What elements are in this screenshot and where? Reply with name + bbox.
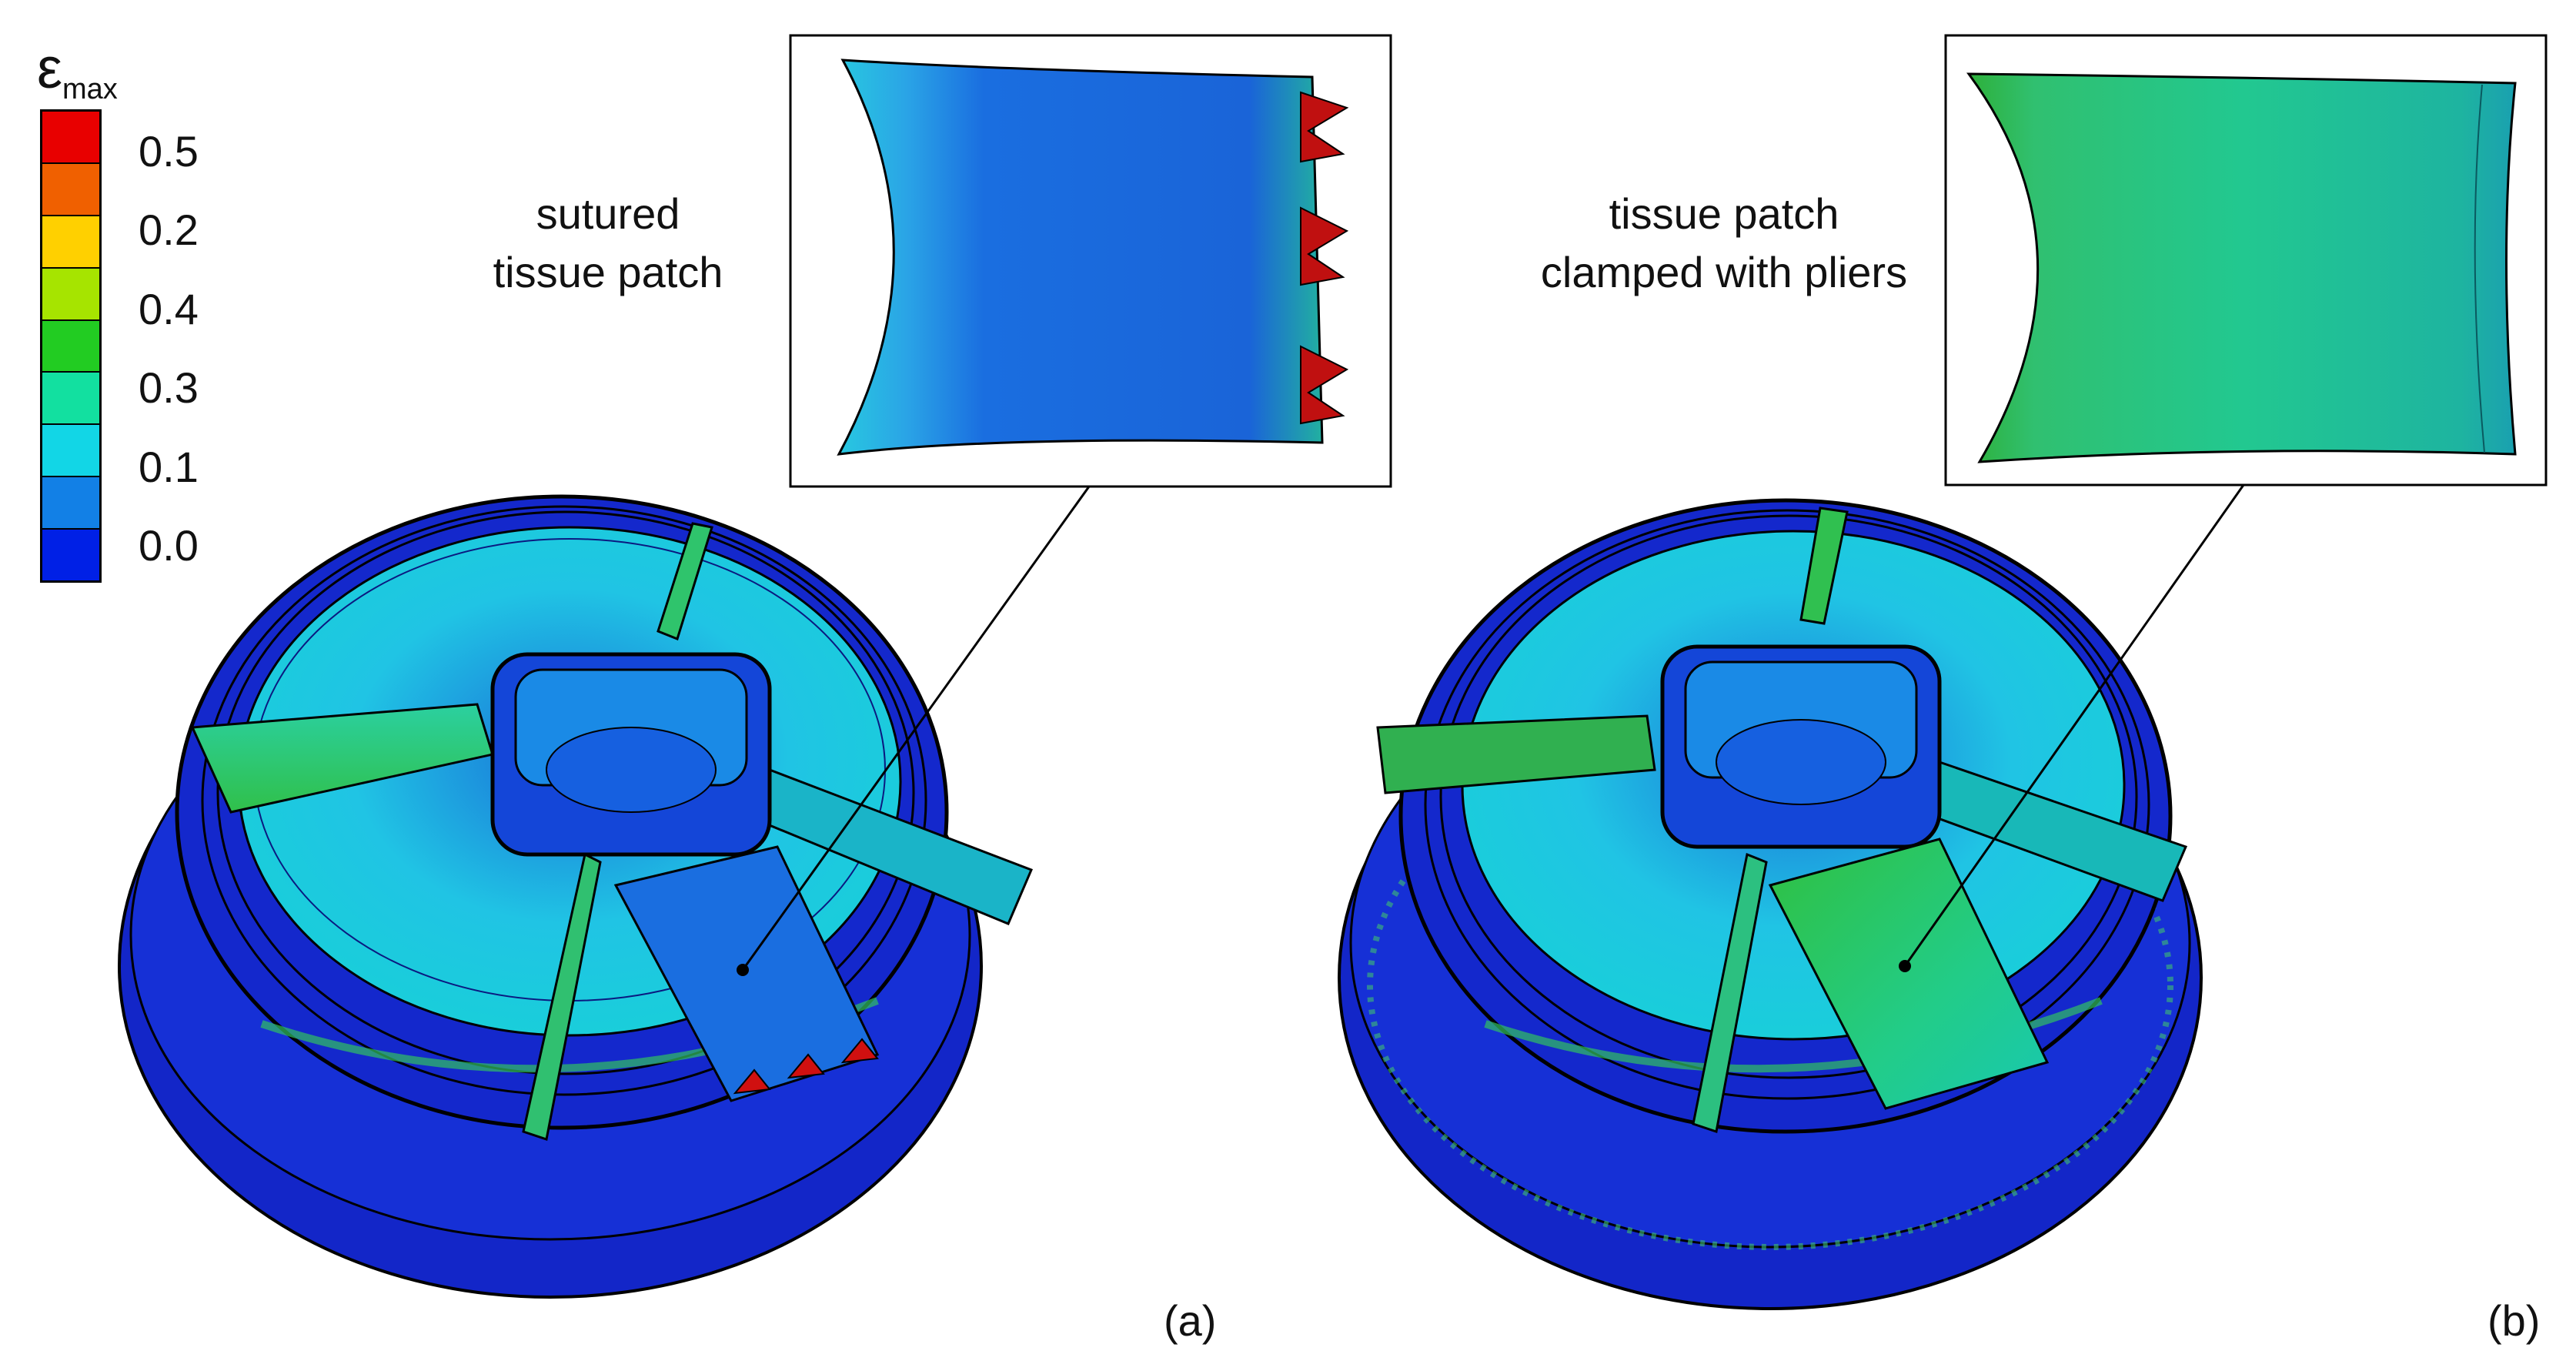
valve-a (118, 486, 1091, 1299)
legend-title: εmax (37, 40, 118, 105)
valve-a-strut-lower (522, 852, 602, 1141)
valve-a-strut-top (657, 522, 713, 640)
legend-tick-label: 0.2 (139, 206, 199, 254)
legend-color-band (42, 266, 99, 319)
inset-b-patch-edge (2474, 84, 2485, 453)
legend-tick-label: 0.0 (139, 521, 199, 570)
panel-label-b: (b) (2487, 1296, 2541, 1345)
callout-b-line2: clamped with pliers (1540, 247, 1908, 296)
legend-color-band (42, 371, 99, 424)
legend-subscript: max (62, 73, 118, 105)
inset-b (1944, 34, 2548, 487)
legend-tick-label: 0.5 (139, 127, 199, 176)
legend-colorbar (40, 109, 102, 583)
legend-tick-label: 0.1 (139, 443, 199, 491)
legend-tick-label: 0.3 (139, 363, 199, 412)
valve-b-strut-lower (1692, 852, 1768, 1133)
legend-color-band (42, 423, 99, 477)
valve-a-callout-line (741, 486, 1091, 971)
callout-b-line1: tissue patch (1609, 189, 1839, 238)
valve-a-ring-groove-1 (201, 505, 927, 1096)
legend-tick-label: 0.4 (139, 285, 199, 333)
legend-color-band (42, 162, 99, 215)
legend-color-band (42, 476, 99, 529)
valve-b (1338, 484, 2245, 1310)
inset-b-patch (1966, 72, 2517, 463)
legend-color-band (42, 319, 99, 372)
inset-a-suture-spikes (1300, 91, 1349, 425)
valve-a-ring-groove-2 (216, 510, 915, 1075)
legend-color-band (42, 214, 99, 267)
callout-a-line2: tissue patch (493, 247, 723, 296)
valve-b-leaflet (1768, 838, 2050, 1110)
valve-b-callout-line (1903, 484, 2245, 967)
valve-b-strut-top (1799, 507, 1849, 625)
callout-a-line1: sutured (536, 189, 680, 238)
inset-a (789, 34, 1392, 488)
valve-a-suture-points (733, 1038, 879, 1095)
inset-a-patch (837, 59, 1324, 456)
valve-b-hub-opening (1716, 719, 1886, 805)
callout-a: sutured tissue patch (446, 185, 770, 301)
valve-b-ring-groove-2 (1439, 514, 2138, 1079)
valve-b-ring-groove-1 (1424, 509, 2150, 1100)
valve-b-strut-left (1376, 714, 1656, 794)
valve-a-hub-opening (546, 727, 717, 813)
panel-label-a: (a) (1164, 1296, 1217, 1345)
legend-color-band (42, 528, 99, 581)
legend-color-band (42, 112, 99, 162)
callout-b: tissue patch clamped with pliers (1509, 185, 1940, 301)
legend-symbol: ε (37, 36, 62, 100)
